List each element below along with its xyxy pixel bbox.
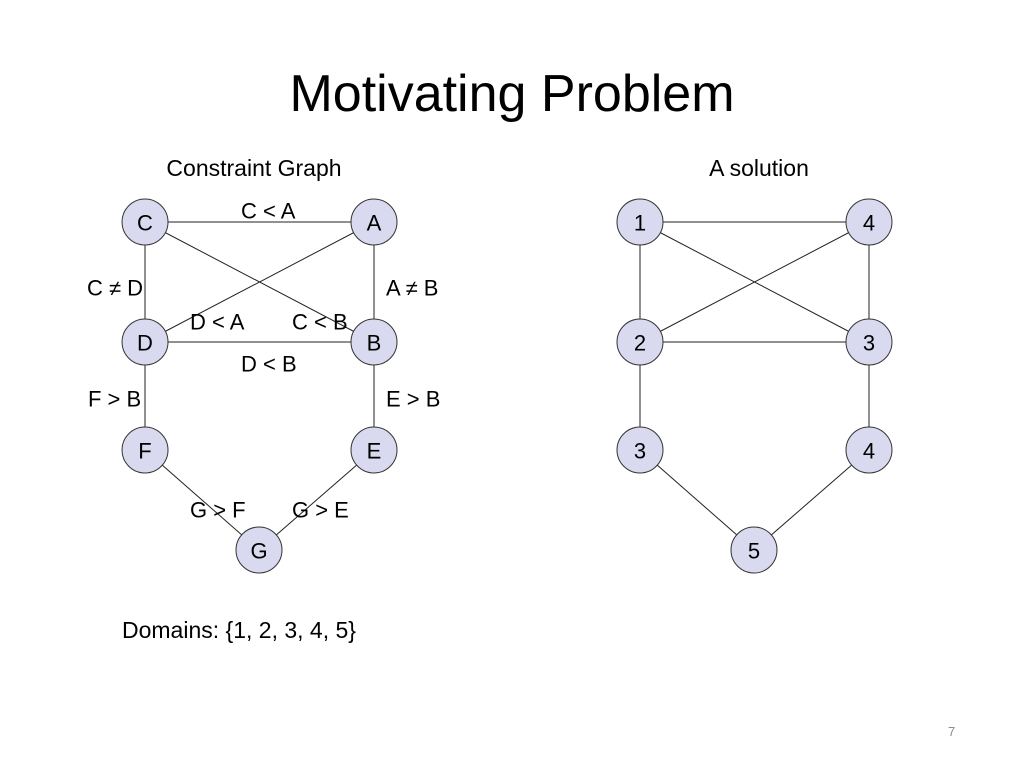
solution-graph-node-label: 5 — [748, 539, 760, 564]
solution-graph-edge-e-g — [753, 449, 870, 551]
constraint-graph-node-e: E — [350, 426, 398, 474]
constraint-graph-edge-c-b — [144, 221, 375, 343]
solution-graph-edge-c-b — [639, 221, 870, 343]
constraint-graph-node-label: D — [137, 331, 153, 356]
solution-graph-node-label: 4 — [863, 439, 875, 464]
solution-graph-node-label: 3 — [634, 439, 646, 464]
constraint-graph-node-label: A — [367, 211, 382, 236]
constraint-graph-node-f: F — [121, 426, 169, 474]
constraint-graph-node-d: D — [121, 318, 169, 366]
constraint-graph-node-label: G — [250, 539, 267, 564]
constraint-label-a-b: A ≠ B — [386, 276, 438, 301]
solution-graph-node-g: 5 — [730, 526, 778, 574]
constraint-graph-node-label: E — [367, 439, 382, 464]
constraint-label-b-e: E > B — [386, 387, 440, 412]
constraint-graph-node-g: G — [235, 526, 283, 574]
constraint-graph-heading: Constraint Graph — [166, 155, 342, 181]
constraint-graph-node-a: A — [350, 198, 398, 246]
solution-graph-node-b: 3 — [845, 318, 893, 366]
solution-graph-node-label: 3 — [863, 331, 875, 356]
constraint-graph-node-label: F — [138, 439, 151, 464]
solution-graph-node-c: 1 — [616, 198, 664, 246]
constraint-label-e-g: G > E — [292, 498, 349, 523]
constraint-graph-node-label: B — [367, 331, 382, 356]
constraint-graph-edge-f-g — [144, 449, 260, 551]
solution-graph-node-e: 4 — [845, 426, 893, 474]
constraint-label-d-f: F > B — [88, 387, 141, 412]
solution-graph-node-f: 3 — [616, 426, 664, 474]
constraint-graph-node-label: C — [137, 211, 153, 236]
slide-title: Motivating Problem — [289, 65, 735, 123]
solution-graph-node-label: 2 — [634, 331, 646, 356]
solution-graph-edge-f-g — [639, 449, 755, 551]
page-number: 7 — [948, 724, 956, 739]
solution-heading: A solution — [709, 155, 809, 181]
constraint-graph-node-b: B — [350, 318, 398, 366]
constraint-label-c-d: C ≠ D — [87, 276, 143, 301]
constraint-graph-edge-e-g — [258, 449, 375, 551]
constraint-graph-node-c: C — [121, 198, 169, 246]
constraint-label-c-b: C < B — [292, 310, 348, 335]
constraint-label-f-g: G > F — [190, 498, 246, 523]
solution-graph-node-label: 1 — [634, 211, 646, 236]
constraint-label-a-d: D < A — [190, 310, 245, 335]
constraint-label-d-b: D < B — [241, 352, 297, 377]
solution-graph-node-a: 4 — [845, 198, 893, 246]
domains-text: Domains: {1, 2, 3, 4, 5} — [122, 617, 356, 643]
solution-graph-node-d: 2 — [616, 318, 664, 366]
constraint-label-c-a: C < A — [241, 199, 296, 224]
solution-graph-node-label: 4 — [863, 211, 875, 236]
